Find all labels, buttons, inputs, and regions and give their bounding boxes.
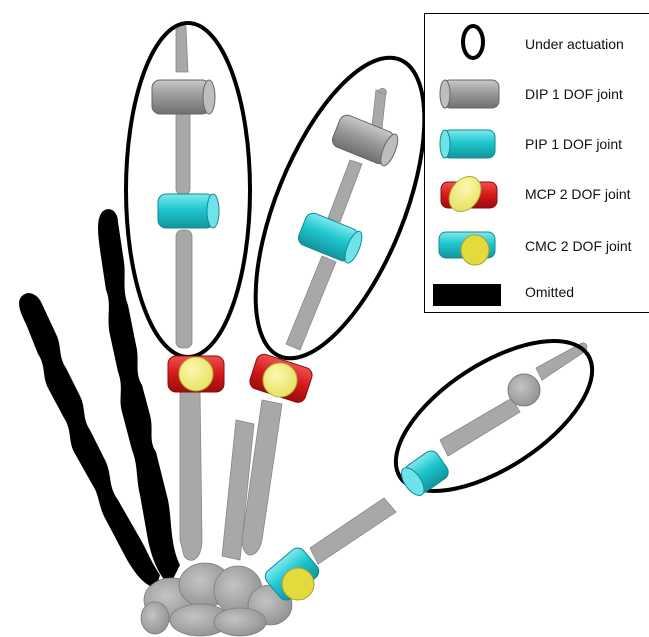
legend-item-dip: DIP 1 DOF joint — [425, 74, 649, 114]
legend-label: MCP 2 DOF joint — [525, 186, 631, 202]
omitted-ring-finger — [98, 209, 180, 585]
legend-item-cmc: CMC 2 DOF joint — [425, 226, 649, 266]
thumb-ip-joint — [508, 374, 540, 406]
middle-dip-joint — [330, 113, 401, 168]
cyan-cylinder-icon — [431, 124, 501, 164]
legend-label: PIP 1 DOF joint — [525, 136, 622, 152]
legend-label: Omitted — [525, 284, 574, 300]
gray-cylinder-icon — [431, 74, 501, 114]
middle-mcp-joint — [248, 352, 314, 404]
legend-item-omitted: Omitted — [425, 276, 649, 316]
middle-finger-bones — [222, 88, 386, 560]
cyan-yellow-joint-icon — [431, 226, 501, 266]
black-rectangle-icon — [431, 276, 501, 316]
index-mcp-joint — [168, 356, 224, 392]
legend-item-mcp: MCP 2 DOF joint — [425, 174, 649, 214]
legend-label: DIP 1 DOF joint — [525, 86, 623, 102]
legend-label: Under actuation — [525, 36, 624, 52]
thumb-bones — [310, 343, 587, 564]
legend-item-pip: PIP 1 DOF joint — [425, 124, 649, 164]
index-pip-joint — [158, 194, 219, 228]
legend-item-under-actuation: Under actuation — [425, 24, 649, 64]
index-dip-joint — [152, 80, 215, 114]
ellipse-outline-icon — [431, 24, 501, 64]
legend-label: CMC 2 DOF joint — [525, 238, 632, 254]
red-yellow-joint-icon — [431, 174, 501, 214]
legend: Under actuation DIP 1 DOF joint PIP 1 DO… — [424, 13, 649, 313]
